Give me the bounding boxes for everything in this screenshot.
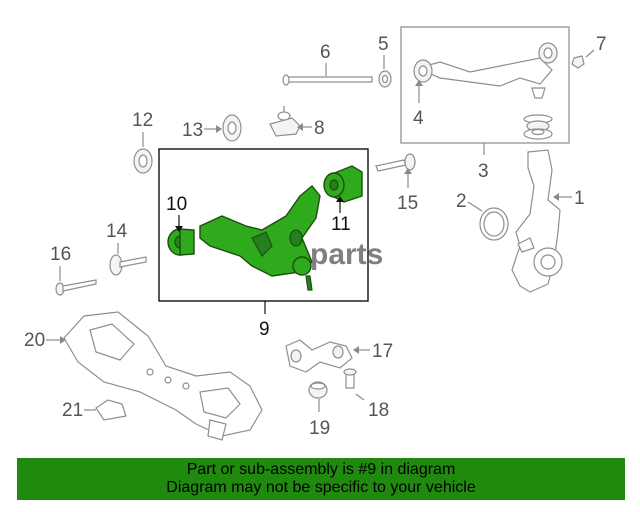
knuckle-1 <box>511 149 563 293</box>
callout-18[interactable]: 18 <box>355 393 389 421</box>
callout-label-5: 5 <box>378 34 389 55</box>
footer-banner: Part or sub-assembly is #9 in diagram Di… <box>17 458 625 500</box>
callout-13[interactable]: 13 <box>182 120 222 141</box>
bracket-21 <box>95 399 127 421</box>
callout-17[interactable]: 17 <box>353 341 393 362</box>
callout-11[interactable]: 11 <box>331 196 351 235</box>
callout-label-11: 11 <box>331 214 351 235</box>
callout-5[interactable]: 5 <box>378 34 389 69</box>
bolt-18 <box>343 368 357 389</box>
callout-label-1: 1 <box>574 188 585 209</box>
callout-12[interactable]: 12 <box>132 110 153 147</box>
bushing-12 <box>133 148 153 174</box>
callout-label-8: 8 <box>314 118 325 139</box>
nut-14 <box>109 254 147 276</box>
callout-15[interactable]: 15 <box>397 168 418 214</box>
bolt-6 <box>282 74 373 86</box>
callout-14[interactable]: 14 <box>106 221 128 254</box>
callout-label-12: 12 <box>132 110 153 131</box>
callout-label-4: 4 <box>413 108 424 129</box>
nut-19 <box>308 381 328 399</box>
callout-label-14: 14 <box>106 221 128 242</box>
callout-label-7: 7 <box>596 34 607 55</box>
callout-4[interactable]: 4 <box>413 80 424 129</box>
callout-label-13: 13 <box>182 120 203 141</box>
callout-16[interactable]: 16 <box>50 244 71 281</box>
callout-1[interactable]: 1 <box>553 188 585 209</box>
callout-label-3: 3 <box>478 161 489 182</box>
callout-7[interactable]: 7 <box>571 34 607 69</box>
callout-label-16: 16 <box>50 244 71 265</box>
bolt-15 <box>375 153 416 172</box>
callout-2[interactable]: 2 <box>456 191 483 212</box>
callout-label-17: 17 <box>372 341 393 362</box>
callout-label-15: 15 <box>397 193 418 214</box>
footer-line-1: Part or sub-assembly is #9 in diagram <box>186 461 456 478</box>
mount-8 <box>269 106 301 137</box>
callout-label-21: 21 <box>62 400 83 421</box>
callout-label-19: 19 <box>309 418 330 439</box>
lower-arm-assembly-9[interactable]: parts <box>158 148 383 302</box>
bolt-16 <box>55 279 97 296</box>
upper-arm-group <box>400 26 570 144</box>
callout-label-20: 20 <box>24 330 45 351</box>
ring-2 <box>479 207 509 241</box>
callout-10[interactable]: 10 <box>166 194 187 232</box>
callout-label-2: 2 <box>456 191 467 212</box>
footer-line-2: Diagram may not be specific to your vehi… <box>166 479 476 496</box>
callout-21[interactable]: 21 <box>62 400 96 421</box>
callout-8[interactable]: 8 <box>297 118 325 139</box>
callout-3[interactable]: 3 <box>478 143 489 182</box>
callout-label-10: 10 <box>166 194 187 215</box>
watermark-text: parts <box>310 238 383 271</box>
crossmember-20 <box>63 311 263 441</box>
bracket-17 <box>285 339 353 373</box>
callout-20[interactable]: 20 <box>24 330 66 351</box>
callout-19[interactable]: 19 <box>309 399 330 439</box>
callout-6[interactable]: 6 <box>320 42 331 76</box>
callout-label-18: 18 <box>368 400 389 421</box>
callout-label-9: 9 <box>259 319 270 340</box>
bushing-13 <box>222 114 242 142</box>
callout-9[interactable]: 9 <box>259 301 270 340</box>
washer-5 <box>378 70 392 88</box>
callout-label-6: 6 <box>320 42 331 63</box>
